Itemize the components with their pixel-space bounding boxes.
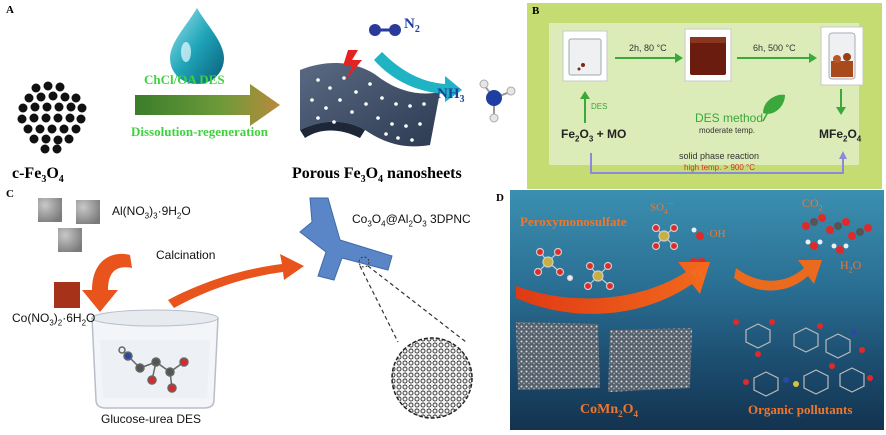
step1-arrow	[615, 53, 683, 63]
n2-molecule-icon	[369, 24, 401, 36]
panel-d-graphics	[516, 214, 873, 397]
nanocomposite-label: Co3O4@Al2O3 3DPNC	[352, 212, 471, 229]
start-material-label: c-Fe3O4	[12, 165, 64, 186]
des-arrow-label: DES	[591, 102, 608, 111]
pollutants-label: Organic pollutants	[748, 402, 853, 417]
panel-b-letter: B	[532, 5, 540, 17]
h2o-molecule-icon	[805, 239, 849, 254]
panel-a-letter: A	[6, 4, 14, 16]
co-nitrate-label: Co(NO3)2·6H2O	[12, 311, 96, 328]
product-label-b: MFe2O4	[819, 127, 862, 144]
des-up-arrow	[580, 91, 590, 123]
nh3-molecule-icon	[479, 79, 516, 123]
panel-d: Peroxymonosulfate SO4·− ·OH ¹O2 CO2 H2O …	[510, 190, 884, 430]
sulfate-radical-icon	[651, 223, 679, 251]
step1-label: 2h, 80 °C	[629, 43, 667, 53]
des-droplet-icon	[170, 8, 224, 84]
catalyst-sheet-2	[608, 328, 692, 392]
method-title: DES method	[695, 111, 764, 125]
step2-label: 6h, 500 °C	[753, 43, 796, 53]
reactant-label: Fe2O3 + MO	[561, 127, 627, 144]
process-label: Dissolution-regeneration	[131, 124, 268, 139]
hydroxyl-radical-label: ·OH	[706, 228, 726, 240]
n2-label: N2	[404, 16, 420, 35]
organic-pollutant-molecules	[745, 323, 865, 397]
pms-molecule-icon-2	[583, 261, 615, 291]
leaf-icon	[763, 94, 785, 114]
h2o-label: H2O	[840, 258, 862, 275]
conversion-arrow	[374, 52, 462, 102]
panel-d-letter: D	[496, 192, 504, 204]
process-arrow-a	[135, 84, 280, 126]
method-subtitle: moderate temp.	[699, 126, 756, 135]
lightning-icon	[343, 50, 362, 80]
catalyst-sheet-1	[516, 322, 600, 390]
solid-phase-title: solid phase reaction	[679, 151, 760, 161]
al-nitrate-label: Al(NO3)3·9H2O	[112, 204, 191, 221]
beaker-red-photo	[690, 37, 726, 75]
pms-label: Peroxymonosulfate	[520, 214, 627, 229]
panel-b: 2h, 80 °C 6h, 500 °C DES Fe2O3 + MO DES …	[527, 3, 882, 189]
panel-b-graphics	[562, 26, 864, 174]
fe3o4-particle-cluster	[17, 81, 87, 154]
porous-nanosheet	[300, 63, 440, 147]
hydroxyl-radical-icon	[691, 227, 704, 240]
co2-molecule-icon	[802, 214, 872, 240]
des-label: ChCl/OA DES	[144, 72, 225, 87]
solid-phase-path	[590, 153, 844, 174]
pollutant-atoms	[733, 319, 873, 387]
down-arrow	[836, 89, 846, 115]
degradation-arrow	[734, 260, 822, 291]
panel-c-letter: C	[6, 188, 14, 200]
activation-arrow	[516, 262, 710, 314]
beaker-clear-photo	[568, 38, 602, 76]
solid-phase-subtitle: high temp. > 900 °C	[684, 163, 756, 172]
nh3-label: NH3	[437, 86, 465, 105]
step2-arrow	[737, 53, 817, 63]
co2-label: CO2	[802, 196, 823, 213]
calcination-label: Calcination	[156, 248, 216, 262]
product-label: Porous Fe3O4 nanosheets	[292, 165, 462, 186]
catalyst-label: CoMn2O4	[580, 402, 639, 419]
pms-molecule-icon	[533, 247, 574, 282]
sulfate-radical-label: SO4·−	[650, 200, 674, 216]
des-beaker-label: Glucose-urea DES	[101, 412, 202, 426]
singlet-oxygen-label: ¹O2	[690, 268, 705, 283]
